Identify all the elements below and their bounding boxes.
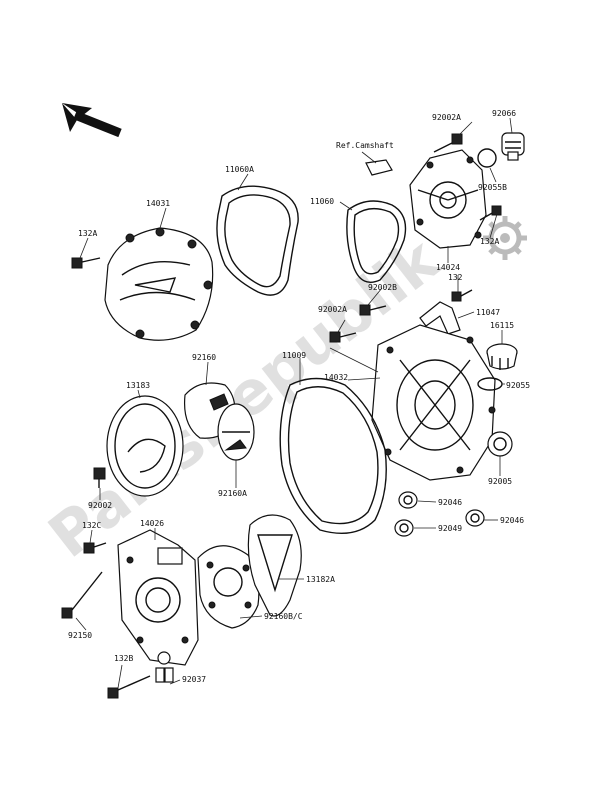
- gear-watermark-icon: [483, 216, 527, 260]
- part-11060-gasket: [346, 200, 407, 283]
- label-132A-right: 132A: [480, 237, 499, 246]
- label-92002A-top: 92002A: [432, 113, 461, 122]
- label-92049: 92049: [438, 524, 462, 533]
- label-92055B: 92055B: [478, 183, 507, 192]
- part-132C-bolt: [83, 542, 107, 554]
- label-14031: 14031: [146, 199, 170, 208]
- part-92005-oil-seal: [487, 431, 513, 457]
- label-13183: 13183: [126, 381, 150, 390]
- part-92002A-bolt-mid: [329, 331, 357, 343]
- label-92160BC: 92160B/C: [264, 612, 303, 621]
- label-132A-left: 132A: [78, 229, 97, 238]
- label-132B: 132B: [114, 654, 133, 663]
- label-92002: 92002: [88, 501, 112, 510]
- label-132C: 132C: [82, 521, 101, 530]
- part-92160A-damper: [217, 403, 255, 461]
- part-11047-bracket: [419, 301, 461, 335]
- part-labels: 92066 92002A Ref.Camshaft 11060A 92055B …: [68, 109, 530, 684]
- label-92046-mid: 92046: [438, 498, 462, 507]
- part-92002B-bolt: [359, 304, 387, 316]
- label-132: 132: [448, 273, 463, 282]
- label-11047: 11047: [476, 308, 500, 317]
- part-92037-clip: [155, 667, 174, 683]
- part-16115-filler-cap: [486, 343, 518, 370]
- label-92066: 92066: [492, 109, 516, 118]
- label-92150: 92150: [68, 631, 92, 640]
- part-92049-seal: [394, 519, 414, 537]
- part-14024-cover: [409, 149, 487, 249]
- part-92055B-oring: [477, 148, 497, 168]
- part-132B-bolt: [107, 675, 151, 699]
- direction-arrow-icon: [62, 103, 122, 138]
- part-11060A-gasket: [216, 185, 299, 296]
- label-92002B: 92002B: [368, 283, 397, 292]
- label-13182A: 13182A: [306, 575, 335, 584]
- label-11009: 11009: [282, 351, 306, 360]
- part-14032-clutch-cover: [371, 324, 496, 481]
- label-92160: 92160: [192, 353, 216, 362]
- part-11009-gasket: [279, 377, 387, 534]
- part-92002-bolt: [93, 467, 106, 488]
- label-14032: 14032: [324, 373, 348, 382]
- part-92002A-bolt-top: [433, 133, 463, 153]
- part-92066-plug: [501, 132, 525, 161]
- part-14026-cover: [117, 529, 199, 666]
- label-ref-camshaft: Ref.Camshaft: [336, 141, 394, 150]
- part-132-bolt: [451, 289, 473, 302]
- leader-lines: [75, 117, 513, 689]
- label-11060: 11060: [310, 197, 334, 206]
- label-92160A: 92160A: [218, 489, 247, 498]
- part-92150-long-bolt: [61, 571, 103, 619]
- part-132A-bolt-left: [71, 257, 101, 269]
- label-92055: 92055: [506, 381, 530, 390]
- label-14026: 14026: [140, 519, 164, 528]
- part-grommet: [157, 651, 171, 665]
- part-13183-plate: [106, 395, 184, 497]
- label-14024: 14024: [436, 263, 460, 272]
- label-11060A: 11060A: [225, 165, 254, 174]
- ref-camshaft-block: [365, 159, 393, 176]
- part-14031-alternator-cover: [104, 227, 214, 341]
- part-92046-bushing-mid: [398, 491, 418, 509]
- label-16115: 16115: [490, 321, 514, 330]
- part-92046-bushing-right: [465, 509, 485, 527]
- part-13182A-plate: [247, 514, 302, 617]
- label-92002A-mid: 92002A: [318, 305, 347, 314]
- part-92160BC-gasket: [197, 545, 260, 629]
- label-92037: 92037: [182, 675, 206, 684]
- label-92046-right: 92046: [500, 516, 524, 525]
- label-92005: 92005: [488, 477, 512, 486]
